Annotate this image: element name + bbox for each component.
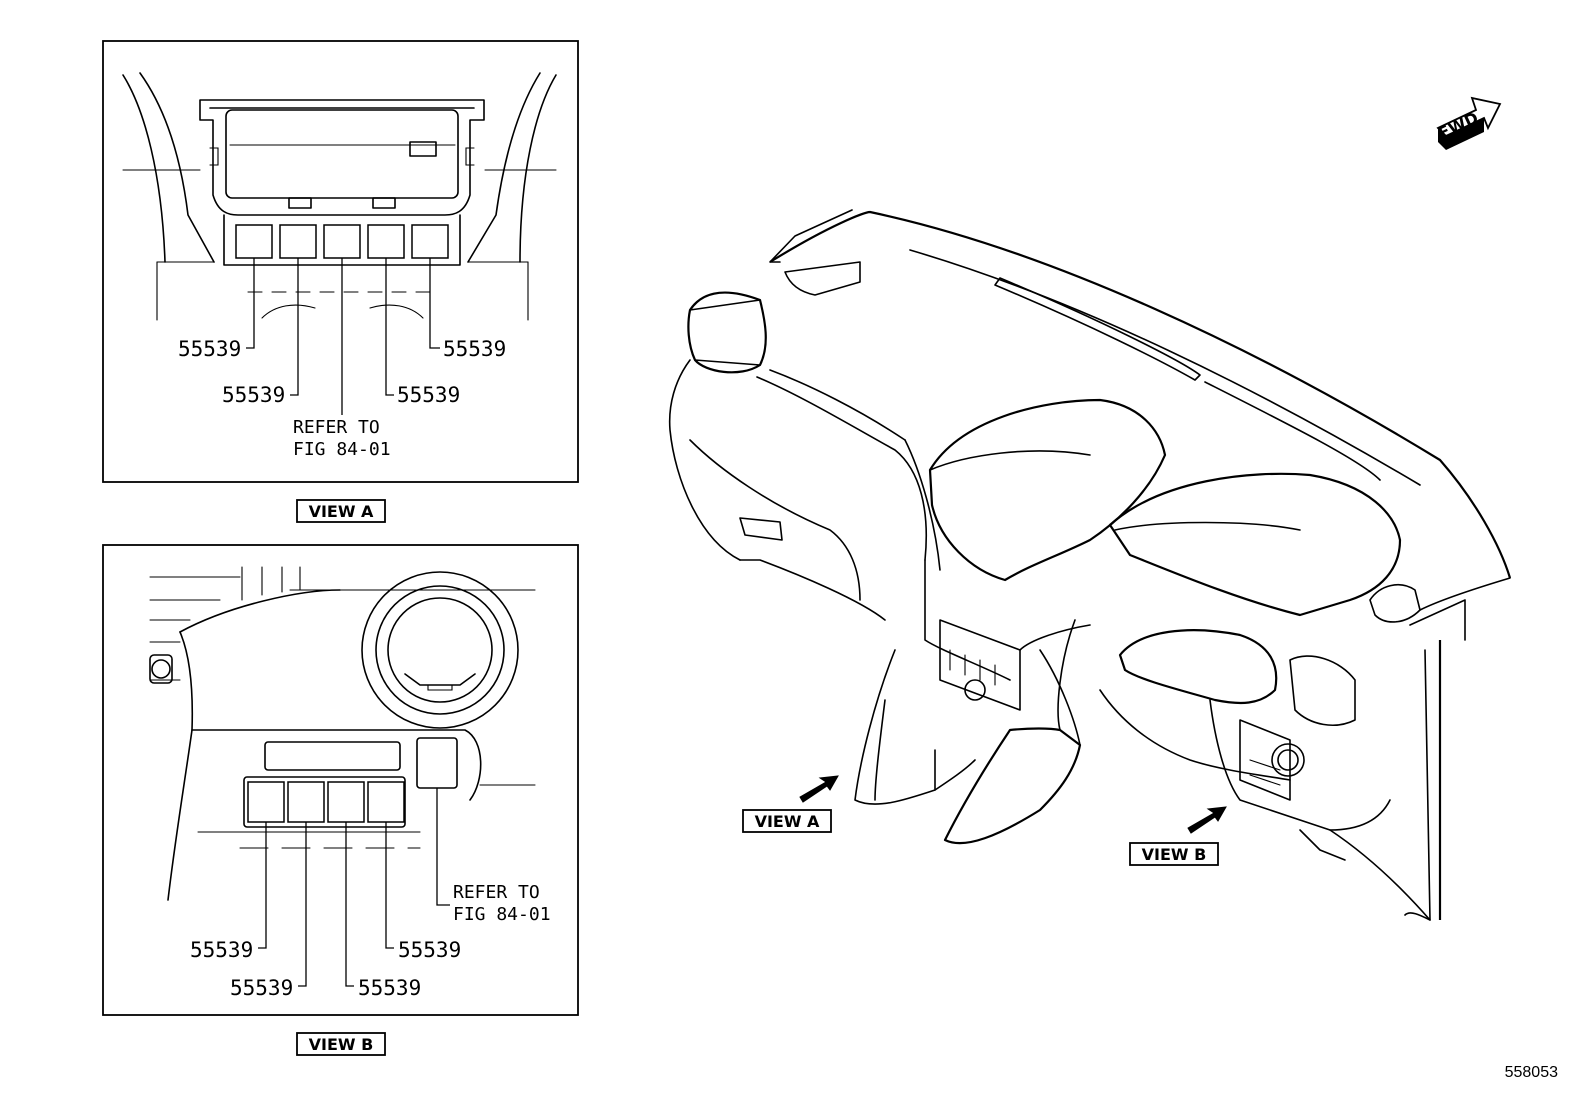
main-view-a-label: VIEW A — [755, 812, 820, 831]
main-view-b-label: VIEW B — [1142, 845, 1207, 864]
view-a-part-right-outer: 55539 — [443, 337, 506, 361]
view-b-title: VIEW B — [296, 1032, 386, 1056]
view-b-part-sw2: 55539 — [230, 976, 293, 1000]
view-b-part-sw1: 55539 — [190, 938, 253, 962]
view-a-part-left-inner: 55539 — [222, 383, 285, 407]
drawing-number: 558053 — [1505, 1064, 1558, 1081]
main-view-a-callout: VIEW A — [742, 775, 839, 833]
svg-text:VIEW A: VIEW A — [309, 502, 374, 521]
view-a-refer-line1: REFER TO — [293, 417, 380, 438]
view-b-part-sw4: 55539 — [398, 938, 461, 962]
view-a-refer-line2: FIG 84-01 — [293, 439, 391, 460]
instrument-panel-drawing — [668, 209, 1512, 921]
view-a-part-left-outer: 55539 — [178, 337, 241, 361]
view-b-refer-line2: FIG 84-01 — [453, 904, 551, 925]
view-a-arrow-icon — [799, 775, 839, 803]
view-b-arrow-icon — [1187, 806, 1227, 834]
view-b-refer-line1: REFER TO — [453, 882, 540, 903]
fwd-direction-icon: FWD — [1435, 96, 1502, 150]
view-a-panel: 55539 55539 55539 55539 REFER TO FIG 84-… — [102, 40, 579, 483]
svg-text:VIEW B: VIEW B — [309, 1035, 374, 1054]
view-a-part-right-inner: 55539 — [397, 383, 460, 407]
main-view-b-callout: VIEW B — [1129, 806, 1227, 866]
view-b-panel: 55539 55539 55539 55539 REFER TO FIG 84-… — [102, 544, 579, 1016]
view-a-title: VIEW A — [296, 499, 386, 523]
view-b-part-sw3: 55539 — [358, 976, 421, 1000]
